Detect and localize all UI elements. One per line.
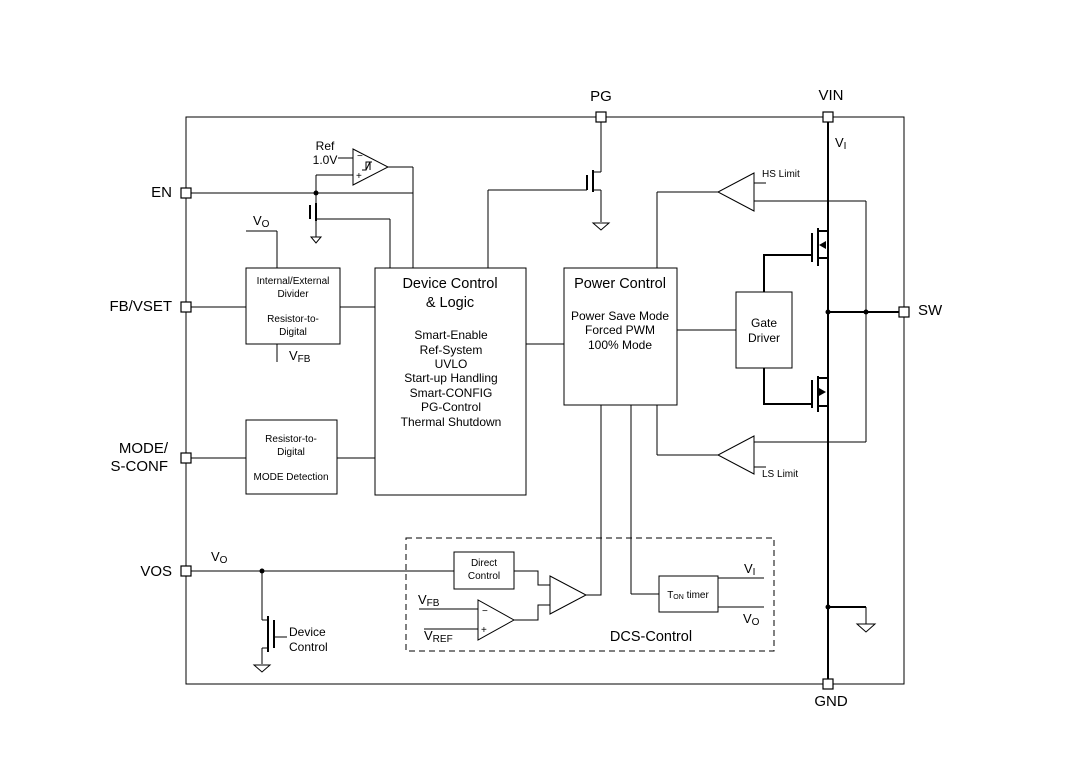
hysteresis-icon [362, 161, 372, 171]
vi-dcs-label: VI [744, 561, 755, 578]
mode-detect-block [245, 419, 338, 495]
ref-value: 1.0V [313, 153, 338, 167]
vos-ground-icon [252, 664, 272, 673]
device-control-item: Ref-System [420, 343, 483, 357]
device-control-block [374, 267, 527, 496]
device-control-fet-line1: Device [289, 625, 326, 639]
device-control-fet-line2: Control [289, 640, 328, 654]
ls-limit-comparator [716, 435, 755, 475]
pin-vin[interactable] [822, 111, 834, 123]
en-ground-icon [309, 236, 323, 244]
ls-limit-label: LS Limit [762, 469, 798, 480]
gate-driver-block [735, 291, 793, 369]
power-control-block [563, 267, 678, 406]
pin-mode[interactable] [180, 452, 192, 464]
hs-limit-label: HS Limit [762, 169, 800, 180]
divider-line4: Digital [279, 327, 307, 338]
pin-vos[interactable] [180, 565, 192, 577]
device-control-item: UVLO [435, 357, 468, 371]
vfb-divider-label: VFB [289, 348, 311, 365]
vi-top-label: VI [835, 135, 846, 152]
vref-dcs-label: VREF [424, 628, 453, 645]
pin-label-en: EN [151, 184, 172, 201]
pin-label-fb-vset: FB/VSET [109, 298, 172, 315]
power-control-item: Forced PWM [585, 323, 655, 337]
pg-ground-icon [591, 222, 611, 231]
device-control-item: Start-up Handling [404, 371, 497, 385]
pin-label-pg: PG [590, 88, 612, 105]
power-control-item: Power Save Mode [571, 309, 669, 323]
vo-main-label: VO [211, 549, 228, 566]
ea-plus: + [481, 625, 487, 636]
pin-label-gnd: GND [814, 693, 848, 710]
pin-en[interactable] [180, 187, 192, 199]
pin-gnd[interactable] [822, 678, 834, 690]
mode-line1: Resistor-to- [265, 434, 317, 445]
ton-timer-label: TON timer [667, 590, 709, 601]
pin-fb-vset[interactable] [180, 301, 192, 313]
en-comp-minus: − [357, 151, 363, 162]
power-control-item: 100% Mode [588, 338, 652, 352]
pin-label-sw: SW [918, 302, 943, 319]
pin-label-vos: VOS [140, 563, 172, 580]
dcs-control-region [405, 537, 775, 652]
vo-dcs-label: VO [743, 611, 760, 628]
device-outline [185, 116, 905, 685]
ls-gate-wire [763, 368, 812, 405]
dcs-comparator [549, 575, 588, 615]
ls-fet-arrow-icon [819, 388, 826, 396]
device-control-item: Thermal Shutdown [401, 415, 502, 429]
mode-line2: Digital [277, 447, 305, 458]
pin-sw[interactable] [898, 306, 910, 318]
pin-pg[interactable] [595, 111, 607, 123]
device-control-title2: & Logic [426, 295, 474, 311]
gate-driver-line2: Driver [748, 331, 780, 345]
direct-control-line2: Control [468, 571, 500, 582]
hs-gate-wire [763, 254, 812, 292]
device-control-item: Smart-Enable [414, 328, 488, 342]
vfb-dcs-label: VFB [418, 592, 440, 609]
gnd-ground-icon [855, 623, 877, 633]
direct-to-comp [514, 570, 550, 586]
direct-control-block [453, 551, 515, 590]
pin-label-mode-line1: MODE/ [119, 440, 169, 457]
vo-top-label: VO [253, 213, 270, 230]
sw-junction-rail [825, 309, 831, 315]
en-comp-plus: + [356, 171, 362, 182]
divider-line3: Resistor-to- [267, 314, 319, 325]
pin-label-vin: VIN [818, 87, 843, 104]
pin-label-mode-line2: S-CONF [111, 458, 169, 475]
divider-line2: Divider [277, 289, 309, 300]
device-control-item: Smart-CONFIG [410, 386, 493, 400]
power-control-title: Power Control [574, 276, 666, 292]
ea-to-comp [514, 604, 550, 621]
ref-label: Ref [316, 139, 335, 153]
hs-limit-comparator [716, 172, 755, 212]
comp-to-power [586, 405, 602, 596]
direct-control-line1: Direct [471, 558, 497, 569]
ton-timer-block [658, 575, 719, 613]
ea-minus: − [482, 606, 488, 617]
gate-driver-line1: Gate [751, 316, 777, 330]
mode-line3: MODE Detection [253, 472, 328, 483]
device-control-title1: Device Control [402, 276, 497, 292]
divider-block [245, 267, 341, 345]
error-amplifier [477, 599, 516, 641]
dcs-label: DCS-Control [610, 629, 692, 645]
hs-fet-arrow-icon [819, 241, 826, 249]
divider-line1: Internal/External [257, 276, 330, 287]
device-control-item: PG-Control [421, 400, 481, 414]
